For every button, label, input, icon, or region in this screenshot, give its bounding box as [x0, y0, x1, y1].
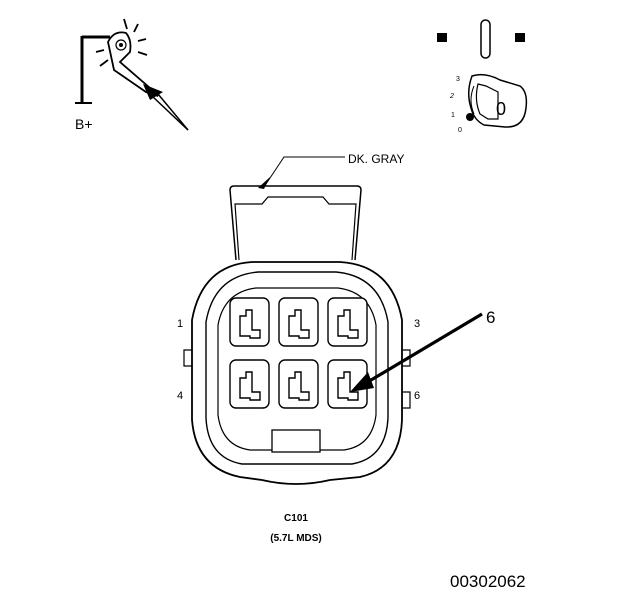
pin-6-callout-arrow — [350, 312, 483, 392]
pin-label-6: 6 — [414, 390, 420, 402]
callout-label: 6 — [486, 308, 495, 327]
wire-color-label: DK. GRAY — [348, 152, 404, 166]
connector-name: C101 — [284, 513, 308, 524]
pin-label-4: 4 — [177, 390, 183, 402]
ignition-switch-icon — [437, 19, 528, 128]
connector-description: (5.7L MDS) — [270, 533, 322, 544]
pin-label-1: 1 — [177, 318, 183, 330]
pin-cavity-4 — [229, 359, 270, 409]
pin-cavity-2 — [278, 297, 319, 347]
pin-cavity-3 — [327, 297, 368, 347]
pin-cavity-5 — [278, 359, 319, 409]
ignition-position-3: 3 — [456, 76, 460, 83]
figure-id: 00302062 — [450, 572, 526, 591]
pin-cavities — [229, 297, 368, 409]
ignition-position-2: 2 — [449, 93, 454, 100]
ignition-key-label: 0 — [496, 99, 506, 119]
pin-label-3: 3 — [414, 318, 420, 330]
test-light-label: B+ — [75, 116, 93, 132]
ignition-position-0: 0 — [458, 127, 462, 134]
pin-cavity-1 — [229, 297, 270, 347]
test-light-icon — [75, 18, 189, 131]
ignition-position-1: 1 — [451, 112, 455, 119]
